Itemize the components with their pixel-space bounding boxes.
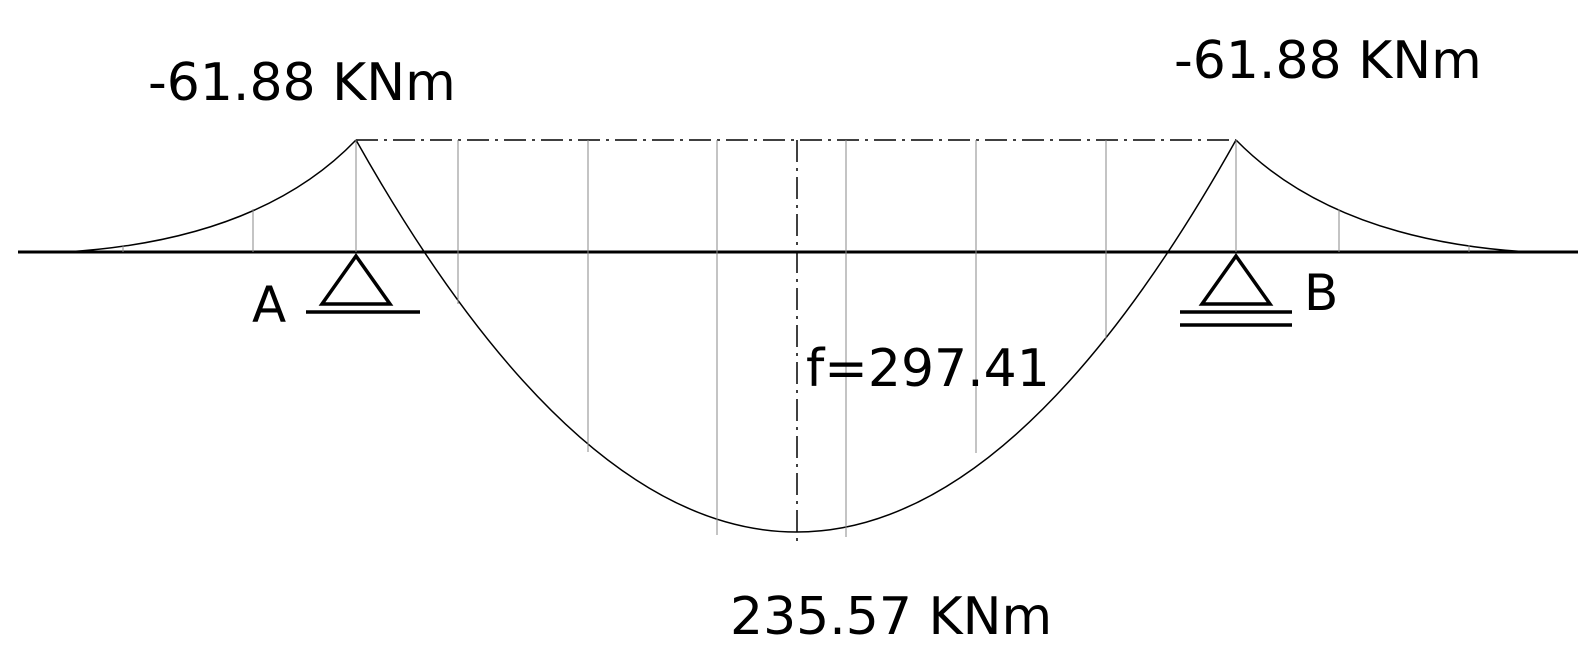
right-cantilever-curve <box>1235 139 1529 253</box>
support-b-roller <box>1180 252 1292 327</box>
right-overhang-hatching <box>1235 140 1470 252</box>
left-moment-label: -61.88 KNm <box>148 53 456 113</box>
span-moment-parabola <box>355 139 1237 533</box>
support-b-triangle <box>1198 252 1274 306</box>
support-a-label: A <box>252 276 286 334</box>
right-moment-label: -61.88 KNm <box>1174 31 1482 91</box>
support-a-pin <box>306 252 420 314</box>
support-a-triangle <box>318 252 394 306</box>
sag-label: f=297.41 <box>806 339 1050 399</box>
left-overhang-hatching <box>122 140 357 252</box>
left-cantilever-curve <box>65 139 357 253</box>
span-hatching <box>457 140 1107 537</box>
support-b-label: B <box>1304 264 1338 322</box>
midspan-moment-label: 235.57 KNm <box>730 587 1052 647</box>
